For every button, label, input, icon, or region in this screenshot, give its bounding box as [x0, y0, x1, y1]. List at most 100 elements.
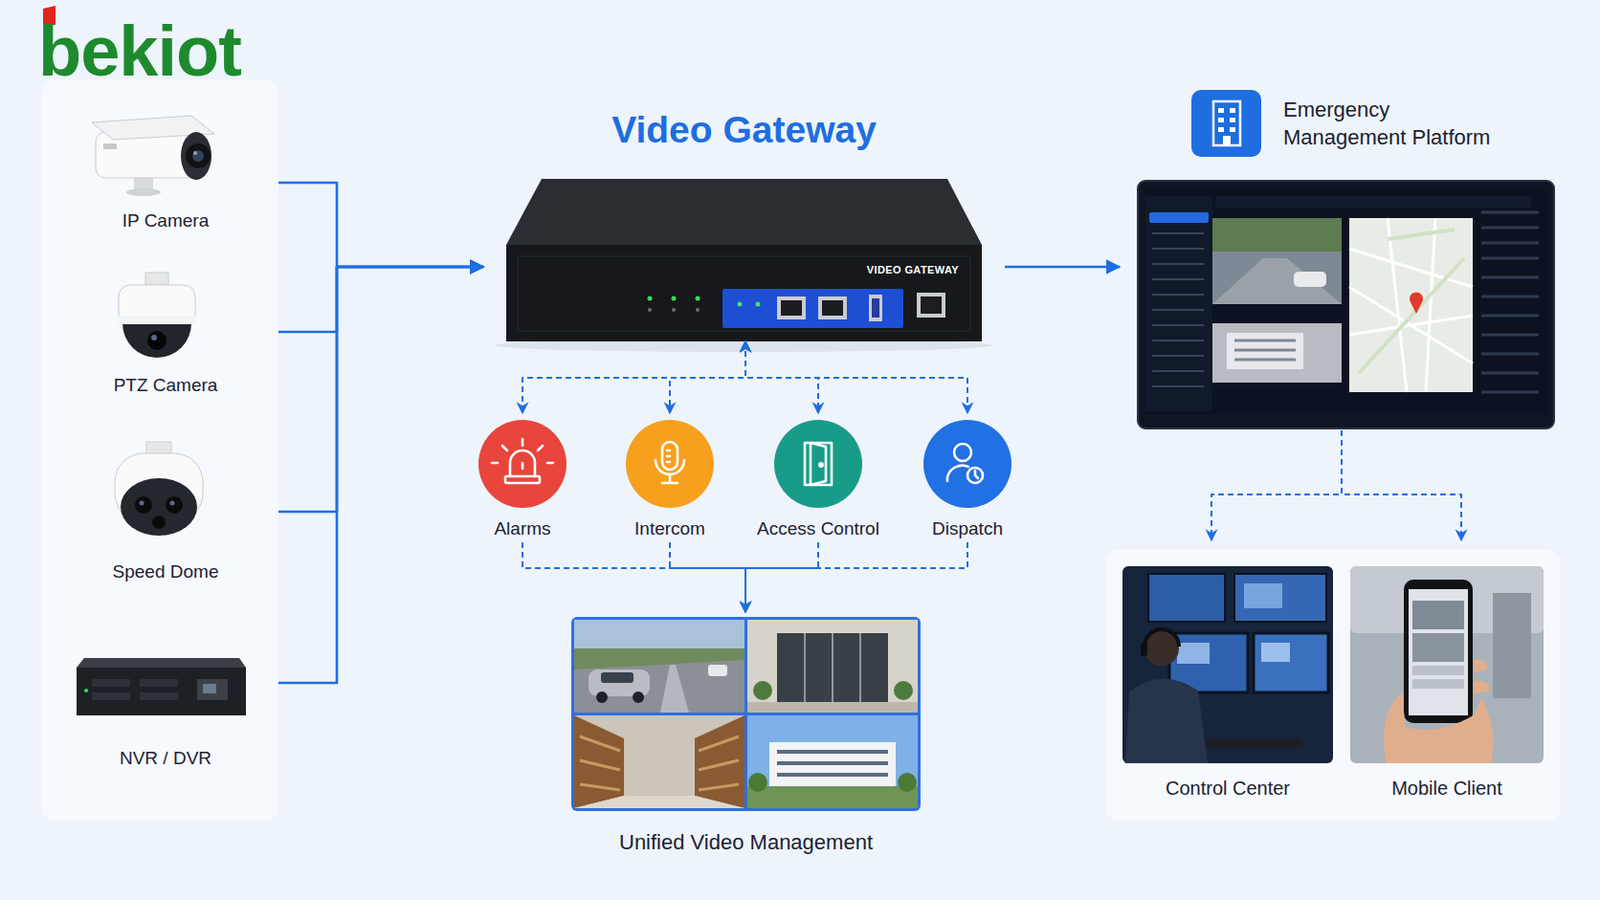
mobile-client-photo-part [1408, 589, 1468, 716]
gateway-illustration-part [737, 302, 743, 308]
dashed-connector [522, 542, 746, 613]
ip-camera-illustration-part [180, 132, 212, 180]
control-center-photo [1122, 566, 1334, 764]
platform-monitor-part [1409, 291, 1423, 314]
control-center-photo-part [1122, 566, 1334, 764]
alarm-icon-part [505, 476, 540, 484]
gateway-illustration-part [818, 296, 847, 320]
mobile-client-photo-part [1383, 692, 1493, 764]
ip-camera-illustration-part [126, 188, 161, 197]
ptz-camera-illustration-part [118, 315, 196, 325]
control-center-photo-part [1148, 574, 1225, 623]
node-label: Video Gateway [483, 108, 1005, 154]
platform-monitor-part [1212, 218, 1342, 252]
platform-icon-part [1229, 117, 1236, 123]
nvr-illustration-part [202, 684, 217, 694]
platform-monitor-part [1349, 218, 1473, 393]
nvr-illustration-part [91, 679, 131, 688]
node-label: Speed Dome [52, 561, 279, 584]
speed-dome-illustration-part [170, 501, 176, 507]
door-icon-part [819, 463, 823, 467]
platform-monitor-part [1293, 271, 1327, 288]
platform-monitor-part [1481, 212, 1539, 393]
gateway-illustration-part [695, 308, 700, 312]
dashed-connector [1341, 430, 1462, 541]
flow-arrow [1004, 266, 1120, 269]
node-label: Dispatch [895, 518, 1040, 541]
platform-monitor-part [1212, 218, 1342, 305]
node-label: Mobile Client [1350, 777, 1544, 800]
ptz-camera-illustration [118, 272, 196, 358]
video-wall-illustration-part [804, 633, 861, 703]
dispatch-icon-part [954, 444, 972, 462]
platform-monitor-part [1145, 196, 1213, 412]
platform-monitor-part [1212, 323, 1342, 383]
nvr-illustration-part [76, 667, 246, 716]
video-wall-illustration-part [574, 715, 745, 809]
platform-icon [1191, 89, 1262, 157]
node-label: IP Camera [52, 210, 279, 233]
intercom-icon-part [662, 474, 678, 484]
flow-arrow [278, 266, 484, 512]
platform-monitor-part [1137, 180, 1555, 429]
video-wall-illustration-part [574, 620, 745, 649]
node-label: Alarms [450, 518, 595, 541]
circle-fill [478, 420, 567, 509]
control-center-photo-part [1261, 643, 1290, 663]
dashed-connector [745, 542, 968, 613]
gateway-illustration [494, 178, 993, 353]
video-wall-illustration-part [747, 620, 918, 713]
video-wall-illustration-part [777, 752, 889, 776]
control-center-photo-part [1177, 643, 1210, 665]
circle-fill [774, 420, 863, 509]
ptz-camera-illustration-part [147, 331, 167, 351]
video-wall-illustration-part [574, 660, 745, 713]
platform-monitor-part [1212, 258, 1342, 305]
dispatch-icon-part [967, 467, 983, 484]
door-icon-part [804, 443, 832, 486]
gateway-illustration-part [822, 300, 844, 316]
gateway-illustration-part [506, 178, 982, 245]
speed-dome-illustration-part [120, 478, 198, 536]
brand-logo: bekiot [38, 16, 242, 88]
dashed-connector [745, 542, 819, 613]
camera-node: Speed Dome [52, 435, 279, 589]
gateway-illustration-part [755, 302, 761, 308]
intercom-icon [655, 442, 685, 484]
video-wall-illustration-part [747, 786, 918, 809]
flow-arrow [278, 182, 484, 267]
client-node: Mobile Client [1350, 540, 1544, 804]
dashed-connector [1211, 430, 1342, 541]
intercom-icon-part [662, 442, 678, 470]
video-wall-node: Unified Video Management [571, 612, 921, 857]
ip-camera-illustration-part [193, 151, 198, 156]
node-label: Emergency Management Platform [1283, 95, 1513, 152]
platform-monitor-part [1149, 212, 1209, 223]
nvr-illustration-part [91, 692, 131, 701]
platform-monitor [1137, 180, 1555, 429]
gateway-illustration-part [647, 308, 652, 312]
intercom-icon-part [655, 460, 685, 475]
video-wall-illustration-part [893, 681, 913, 701]
dashed-connector [522, 341, 746, 414]
mobile-client-photo-part [1492, 593, 1532, 699]
video-wall-illustration-part [769, 742, 896, 787]
gateway-illustration-part [671, 308, 676, 312]
door-icon [804, 443, 832, 486]
flow-arrow [278, 266, 484, 333]
mobile-client-photo-part [1403, 579, 1473, 724]
client-panel-part [1105, 549, 1561, 822]
platform-icon-part [1218, 117, 1224, 123]
video-wall-illustration-part [708, 665, 728, 677]
video-wall-illustration-part [571, 617, 921, 812]
video-wall-illustration [571, 617, 921, 812]
nvr-illustration-part [76, 658, 246, 668]
platform-monitor-part [1215, 196, 1532, 208]
mobile-client-photo-part [1412, 679, 1465, 689]
ip-camera-illustration [91, 115, 215, 197]
video-wall-illustration-part [747, 715, 918, 809]
function-circle: Intercom [598, 413, 742, 543]
platform-icon-part [1222, 135, 1231, 146]
control-center-photo-part [1253, 633, 1329, 693]
dashed-connector [745, 341, 968, 414]
